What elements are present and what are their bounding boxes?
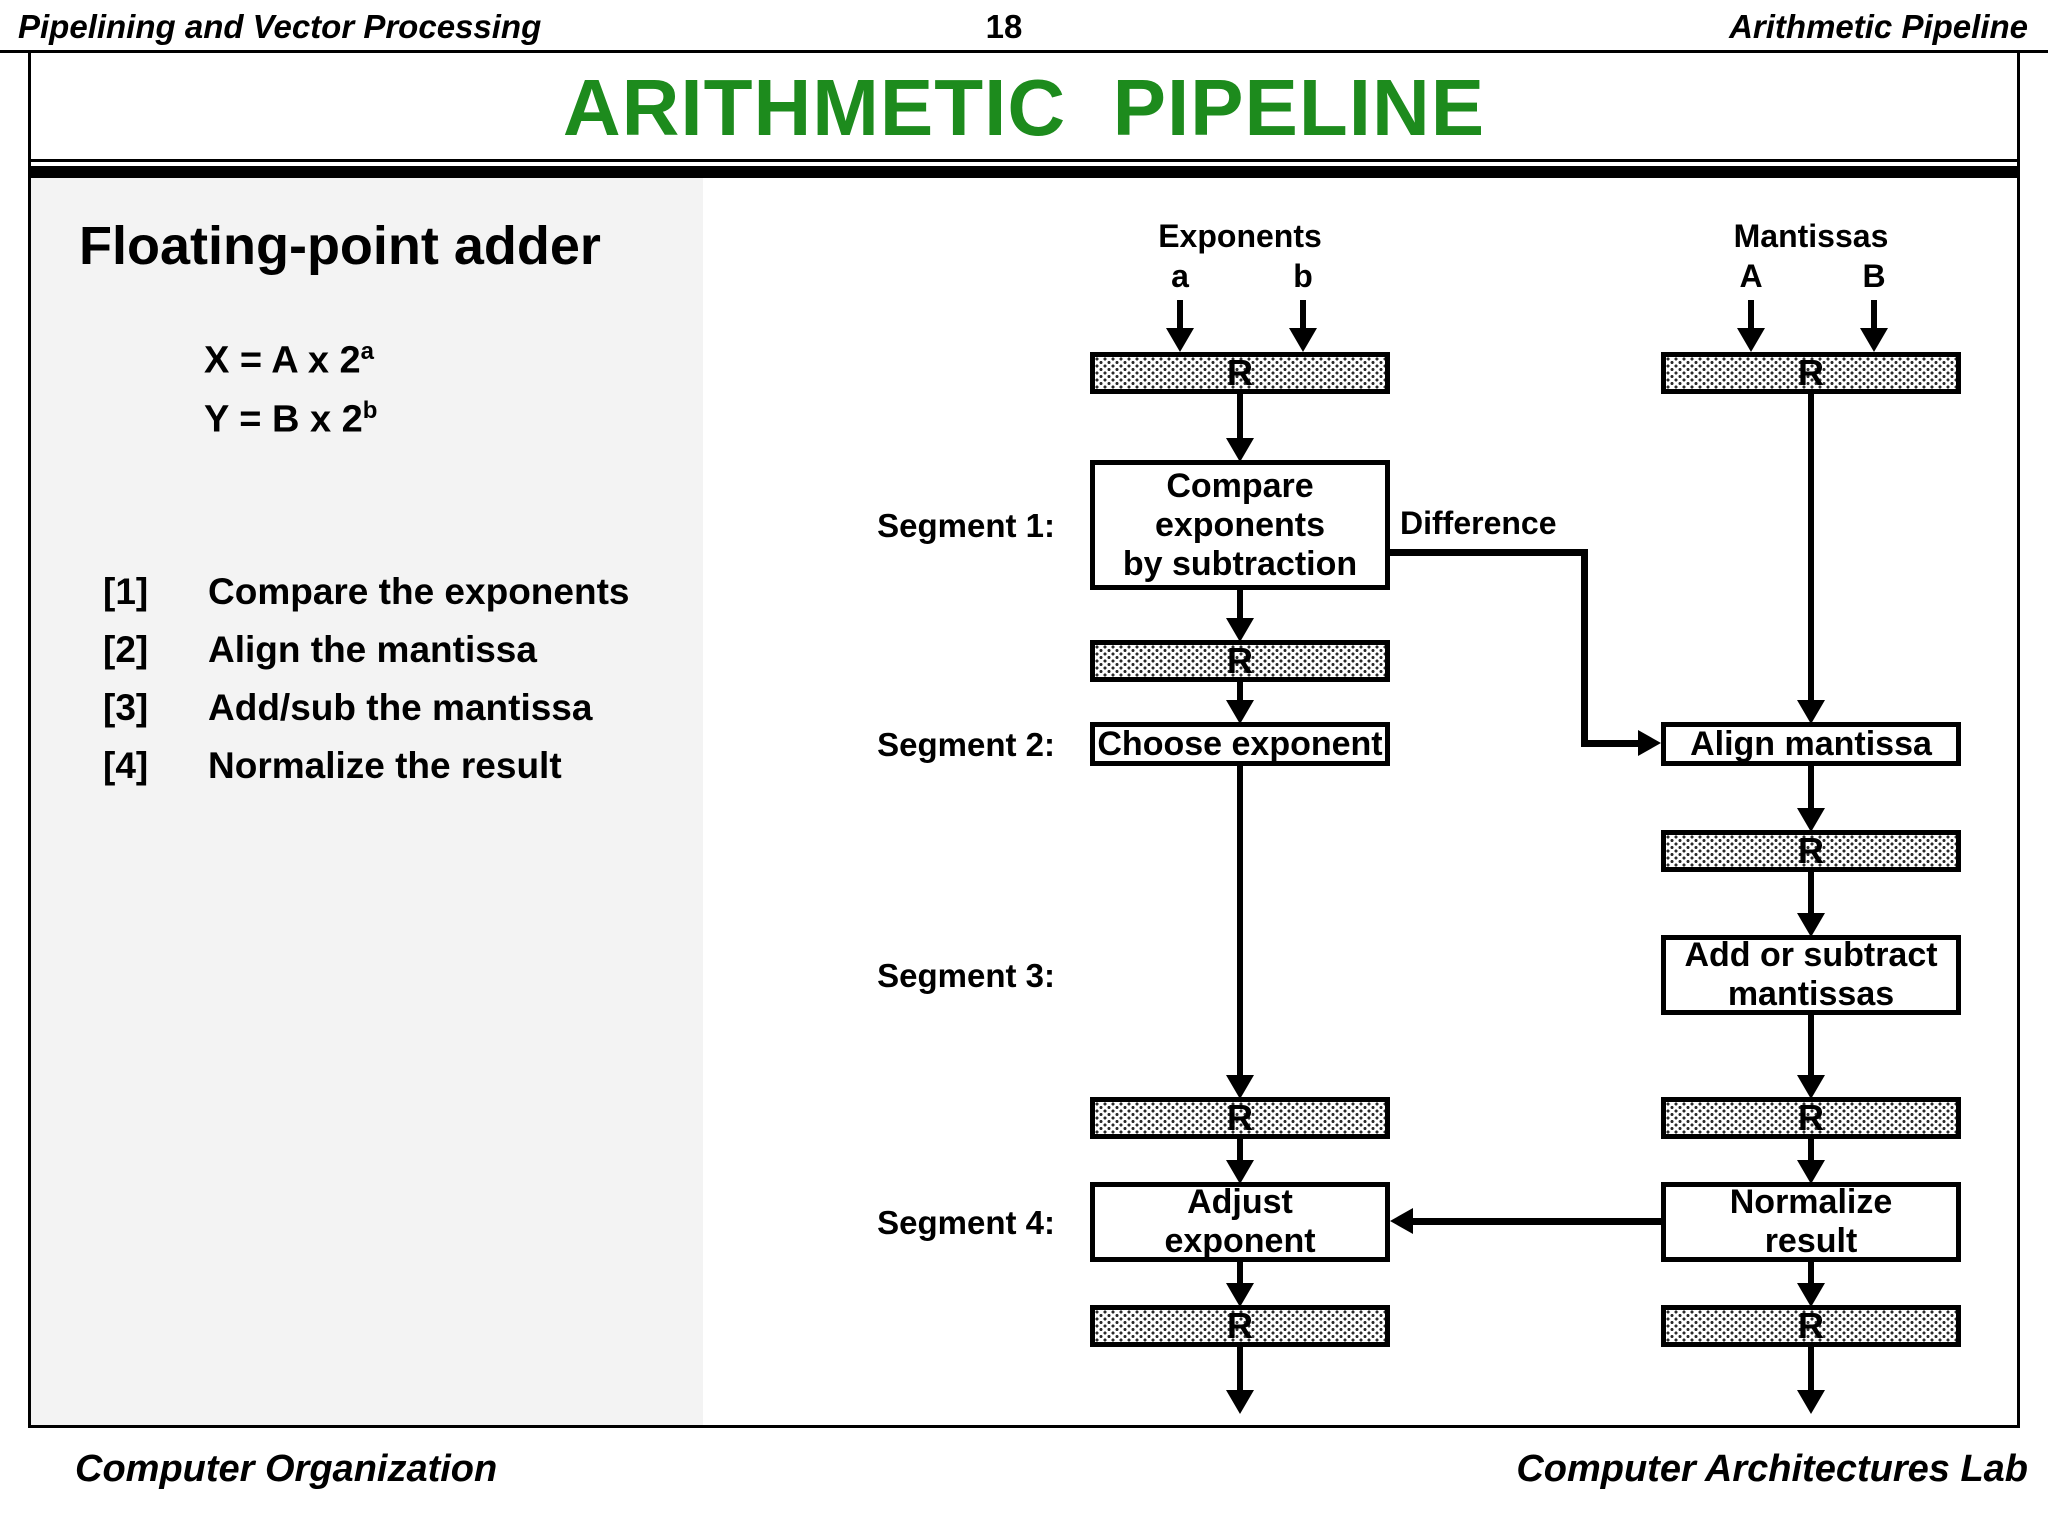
- input-label-B: B: [1862, 258, 1886, 294]
- register-mantissa-1: R: [1661, 352, 1961, 394]
- input-label-a: a: [1171, 258, 1189, 294]
- arrowhead-input-a: [1166, 328, 1194, 352]
- box-choose-exponent: Choose exponent: [1090, 722, 1390, 766]
- register-mantissa-4: R: [1661, 1305, 1961, 1347]
- formula-y-sup: b: [362, 397, 378, 424]
- segment-1-label: Segment 1:: [877, 507, 1055, 544]
- arrowhead-addsub: [1797, 913, 1825, 937]
- arrowhead-reg3-mantissa: [1797, 1075, 1825, 1099]
- slide-title: ARITHMETIC PIPELINE: [562, 63, 1486, 152]
- arrowhead-reg4-exponent: [1226, 1283, 1254, 1307]
- page-number: 18: [985, 8, 1023, 45]
- arrowhead-align: [1797, 700, 1825, 724]
- wire-input-A: [1748, 300, 1754, 332]
- wire-input-B: [1871, 300, 1877, 332]
- segment-2-label: Segment 2:: [877, 726, 1055, 763]
- arrowhead-difference: [1638, 730, 1661, 756]
- wire-normalize-to-reg4: [1808, 1262, 1814, 1285]
- header-section-title: Arithmetic Pipeline: [1729, 8, 2028, 45]
- input-label-b: b: [1293, 258, 1313, 294]
- formula-x-sup: a: [360, 338, 375, 365]
- wire-mantissa-output: [1808, 1347, 1814, 1392]
- header-divider: [0, 50, 2048, 53]
- arrowhead-exponent-output: [1226, 1390, 1254, 1414]
- header-course-title: Pipelining and Vector Processing: [18, 8, 542, 45]
- step-1-text: Compare the exponents: [208, 571, 630, 612]
- register-exponent-4: R: [1090, 1305, 1390, 1347]
- arrowhead-choose: [1226, 700, 1254, 724]
- arrowhead-reg2-exponent: [1226, 618, 1254, 642]
- register-exponent-3: R: [1090, 1097, 1390, 1139]
- left-panel-background: [31, 178, 703, 1425]
- footer-left: Computer Organization: [75, 1448, 498, 1490]
- wire-compare-to-reg2: [1237, 590, 1243, 620]
- segment-3-label: Segment 3:: [877, 957, 1055, 994]
- step-1: [1] Compare the exponents: [103, 571, 703, 613]
- box-align-mantissa: Align mantissa: [1661, 722, 1961, 766]
- formula-y-base: Y = B x 2: [204, 398, 363, 441]
- arrowhead-reg4-mantissa: [1797, 1283, 1825, 1307]
- wire-reg3-to-normalize: [1808, 1139, 1814, 1162]
- wire-reg3-to-adjust: [1237, 1139, 1243, 1162]
- box-compare-exponents: Compare exponents by subtraction: [1090, 460, 1390, 590]
- arrowhead-adjust: [1226, 1160, 1254, 1184]
- wire-reg1-to-align: [1808, 394, 1814, 702]
- input-label-A: A: [1739, 258, 1763, 294]
- arrowhead-normalize-to-adjust: [1390, 1208, 1413, 1234]
- wire-choose-to-reg3: [1237, 766, 1243, 1077]
- arrowhead-normalize: [1797, 1160, 1825, 1184]
- exponents-heading: Exponents: [1158, 218, 1322, 254]
- register-exponent-1: R: [1090, 352, 1390, 394]
- box-add-subtract-mantissas: Add or subtract mantissas: [1661, 935, 1961, 1015]
- wire-input-a: [1177, 300, 1183, 332]
- wire-adjust-to-reg4: [1237, 1262, 1243, 1285]
- arrowhead-input-A: [1737, 328, 1765, 352]
- wire-addsub-to-reg3: [1808, 1015, 1814, 1077]
- step-2: [2] Align the mantissa: [103, 629, 703, 671]
- box-normalize-result: Normalize result: [1661, 1182, 1961, 1262]
- wire-reg1-to-compare: [1237, 394, 1243, 440]
- register-mantissa-2: R: [1661, 830, 1961, 872]
- mantissas-heading: Mantissas: [1733, 218, 1889, 254]
- segment-4-label: Segment 4:: [877, 1204, 1055, 1241]
- step-3-num: [3]: [103, 687, 149, 728]
- difference-label: Difference: [1400, 505, 1557, 541]
- step-2-text: Align the mantissa: [208, 629, 537, 670]
- wire-input-b: [1300, 300, 1306, 332]
- title-divider-thick: [31, 166, 2017, 178]
- step-3: [3] Add/sub the mantissa: [103, 687, 703, 729]
- wire-difference-vertical: [1581, 549, 1588, 747]
- step-3-text: Add/sub the mantissa: [208, 687, 593, 728]
- wire-difference-horizontal: [1390, 549, 1588, 556]
- box-adjust-exponent: Adjust exponent: [1090, 1182, 1390, 1262]
- arrowhead-mantissa-output: [1797, 1390, 1825, 1414]
- formula-x: X = A x 2a: [204, 338, 374, 383]
- step-4-num: [4]: [103, 745, 149, 786]
- formula-x-base: X = A x 2: [204, 339, 361, 382]
- footer-right: Computer Architectures Lab: [1516, 1448, 2028, 1490]
- step-1-num: [1]: [103, 571, 149, 612]
- arrowhead-compare: [1226, 438, 1254, 462]
- arrowhead-input-B: [1860, 328, 1888, 352]
- register-exponent-2: R: [1090, 640, 1390, 682]
- title-divider-thin: [31, 159, 2017, 162]
- step-4: [4] Normalize the result: [103, 745, 703, 787]
- step-4-text: Normalize the result: [208, 745, 562, 786]
- register-mantissa-3: R: [1661, 1097, 1961, 1139]
- arrowhead-reg2-mantissa: [1797, 808, 1825, 832]
- wire-difference-to-align: [1581, 740, 1641, 747]
- wire-normalize-to-adjust: [1412, 1218, 1661, 1225]
- formula-y: Y = B x 2b: [204, 397, 377, 442]
- wire-reg2-to-choose: [1237, 682, 1243, 702]
- left-heading: Floating-point adder: [79, 216, 601, 276]
- wire-exponent-output: [1237, 1347, 1243, 1392]
- arrowhead-reg3-exponent: [1226, 1075, 1254, 1099]
- wire-align-to-reg2: [1808, 766, 1814, 810]
- wire-reg2-to-addsub: [1808, 872, 1814, 915]
- step-2-num: [2]: [103, 629, 149, 670]
- arrowhead-input-b: [1289, 328, 1317, 352]
